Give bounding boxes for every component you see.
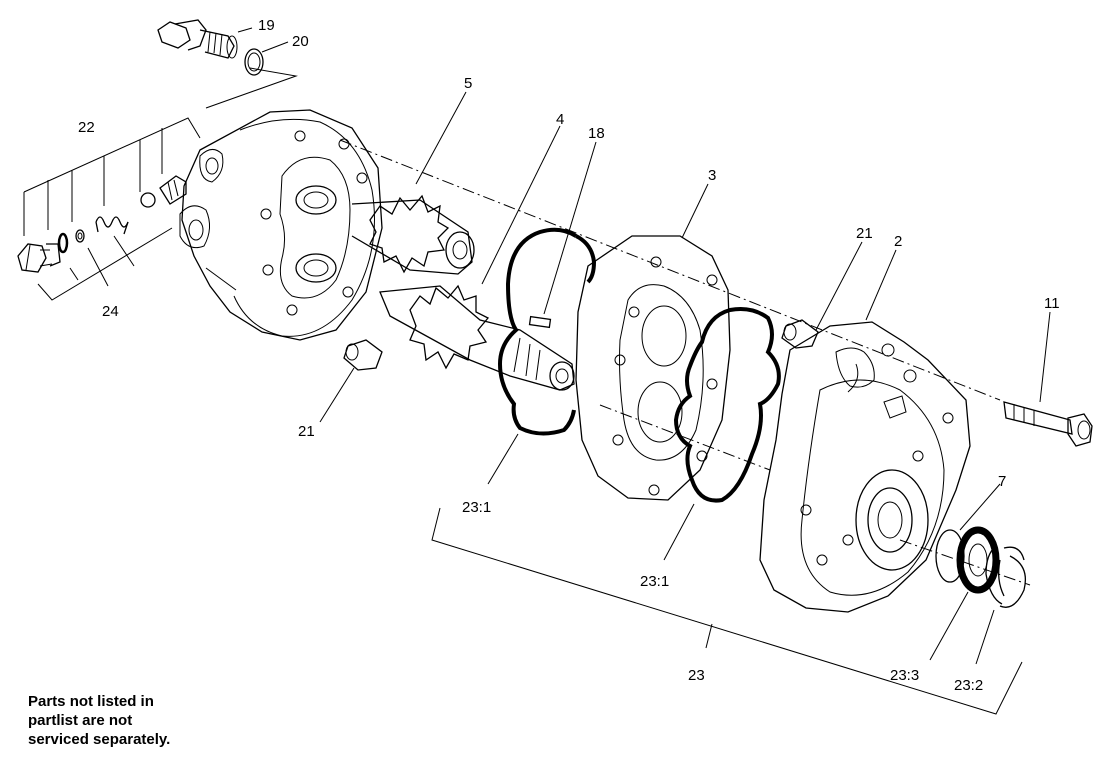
- key-part-18: [528, 315, 552, 329]
- callout-labels: 19 20 5 22 4 18 3 21 2 11 24 21 23:1 23:…: [78, 17, 1060, 694]
- seal-part-23-1-left-upper: [575, 234, 597, 284]
- note-line-1: Parts not listed in: [28, 693, 154, 710]
- callout-4: 4: [556, 111, 564, 128]
- front-housing-part-2: [759, 321, 971, 613]
- callout-23-2: 23:2: [954, 677, 983, 694]
- callout-7: 7: [998, 473, 1006, 490]
- retaining-ring-part-23-2: [985, 545, 1027, 608]
- fitting-guide-line: [205, 67, 298, 109]
- bolt-part-11: [1003, 401, 1093, 447]
- bracket-24: [37, 227, 173, 301]
- idler-gear-part-5: [351, 194, 475, 275]
- fitting-part-19: [157, 19, 238, 59]
- assembly-bracket-23-tick: [705, 623, 713, 649]
- callout-3: 3: [708, 167, 716, 184]
- callout-5: 5: [464, 75, 472, 92]
- callout-18: 18: [588, 125, 605, 142]
- rear-housing: [179, 109, 383, 341]
- callout-23-3: 23:3: [890, 667, 919, 684]
- callout-21-right: 21: [856, 225, 873, 242]
- callout-23-1-left: 23:1: [462, 499, 491, 516]
- callout-23: 23: [688, 667, 705, 684]
- callout-22: 22: [78, 119, 95, 136]
- note-line-2: partlist are not: [28, 712, 133, 729]
- gear-plate-part-3: [575, 235, 731, 501]
- callout-19: 19: [258, 17, 275, 34]
- bracket-22: [23, 117, 201, 236]
- dowel-pin-right-part-21: [781, 319, 819, 349]
- parts-service-note: Parts not listed in partlist are not ser…: [28, 692, 268, 749]
- callout-21-left: 21: [298, 423, 315, 440]
- callout-11: 11: [1044, 295, 1060, 312]
- seal-part-23-1-right: [673, 307, 781, 503]
- o-ring-part-20: [244, 48, 264, 76]
- relief-valve-kit: [17, 175, 187, 273]
- note-line-3: serviced separately.: [28, 731, 171, 748]
- dowel-pin-left-part-21: [343, 339, 383, 371]
- assembly-bracket-23: [431, 507, 1023, 715]
- callout-23-1-right: 23:1: [640, 573, 669, 590]
- callout-2: 2: [894, 233, 902, 250]
- drive-gear-part-4: [379, 284, 575, 391]
- callout-24: 24: [102, 303, 119, 320]
- seal-part-23-1-left: [497, 227, 578, 436]
- callout-20: 20: [292, 33, 309, 50]
- leader-lines: [237, 27, 1051, 665]
